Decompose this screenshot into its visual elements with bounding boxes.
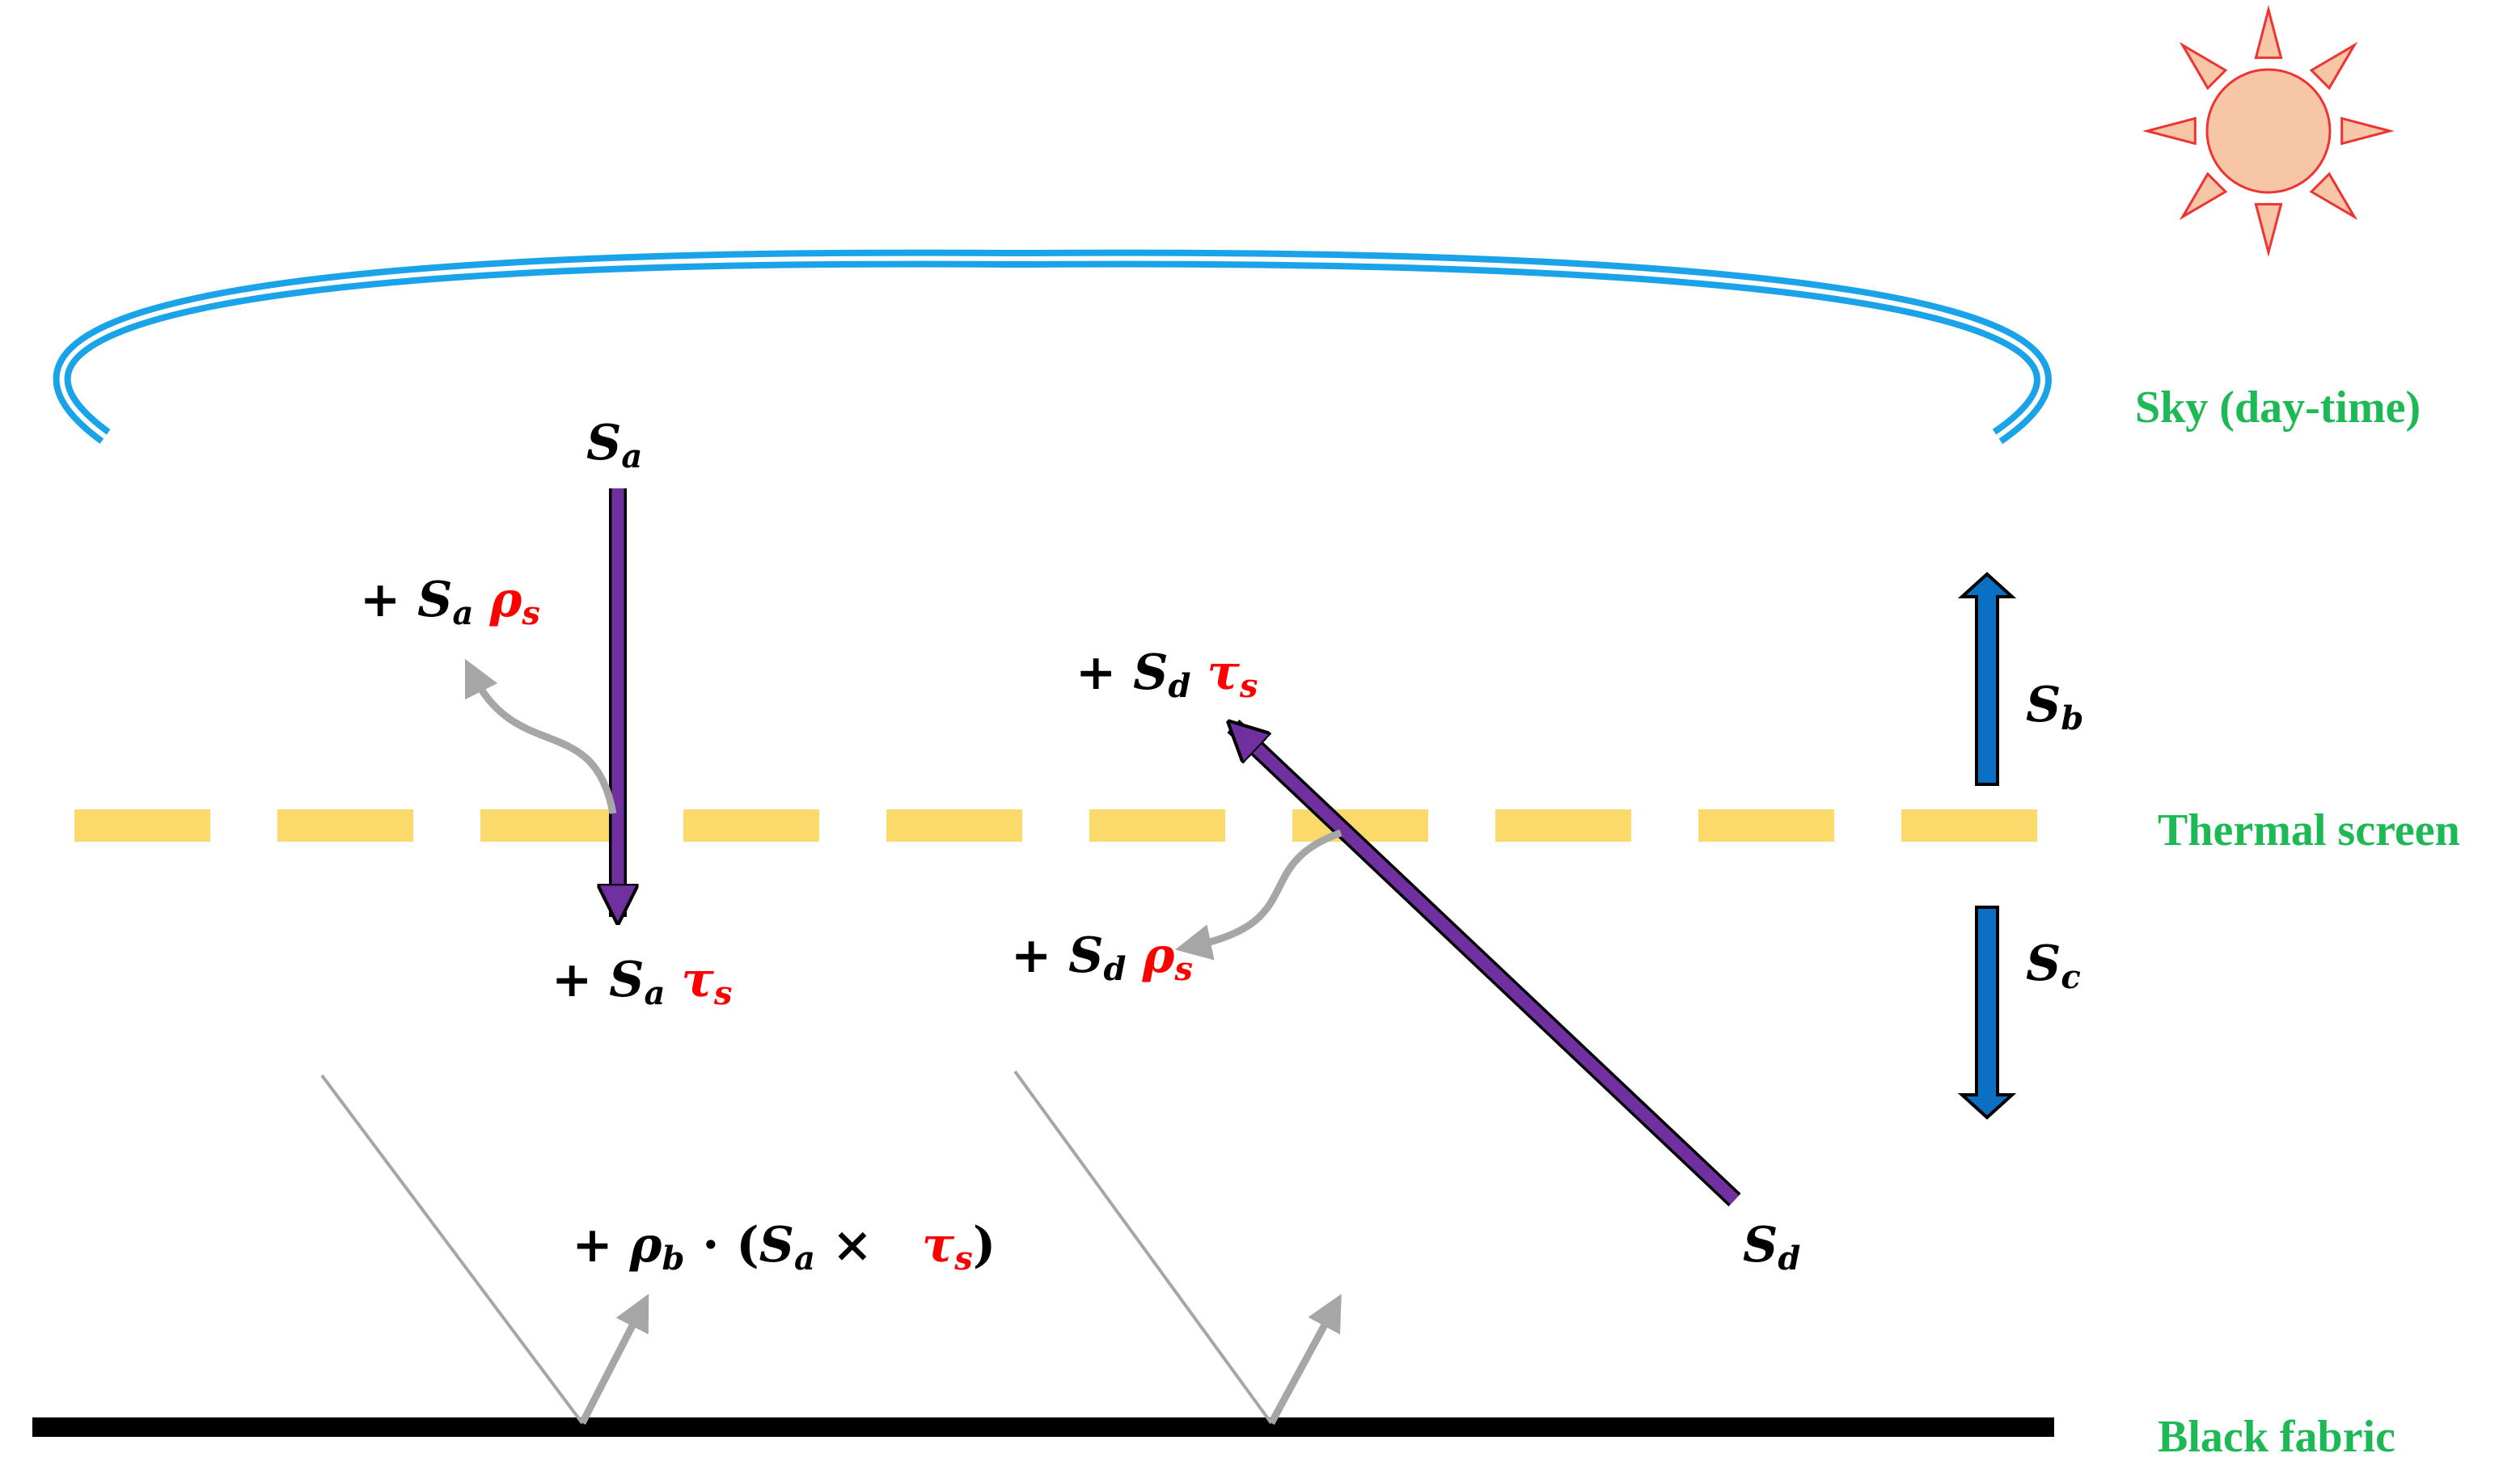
- sun-ray: [2309, 41, 2358, 91]
- label-sc: Sc: [2026, 936, 2081, 996]
- ground-reflection-left: [320, 1074, 649, 1426]
- arrow-sb-up: [1957, 572, 2017, 786]
- sun-ray: [2142, 116, 2197, 146]
- label-thermal-screen: Thermal screen: [2158, 805, 2460, 855]
- sun-ray: [2179, 171, 2228, 221]
- arrow-sc-down: [1957, 906, 2017, 1120]
- label-sb: Sb: [2026, 677, 2083, 737]
- sky-dome: [53, 249, 2052, 445]
- label-sa: Sa: [586, 415, 642, 475]
- sun-icon: [2142, 5, 2395, 257]
- ground-reflection-right: [1013, 1070, 1342, 1426]
- reflection-sd-arrow: [1174, 829, 1342, 961]
- sun-ray: [2309, 171, 2358, 221]
- reflection-sa-arrow: [464, 658, 617, 814]
- label-sd: Sd: [1743, 1217, 1800, 1278]
- sun-ray: [2340, 116, 2395, 146]
- label-black-fabric: Black fabric: [2158, 1412, 2395, 1462]
- label-sky: Sky (day-time): [2135, 382, 2421, 433]
- sun-ray: [2254, 5, 2283, 59]
- sun-ray: [2179, 41, 2228, 91]
- sun-disc: [2205, 68, 2332, 194]
- label-ground-reflection: + ρb· (Sa × τs): [495, 1217, 1042, 1278]
- sun-ray: [2254, 203, 2283, 257]
